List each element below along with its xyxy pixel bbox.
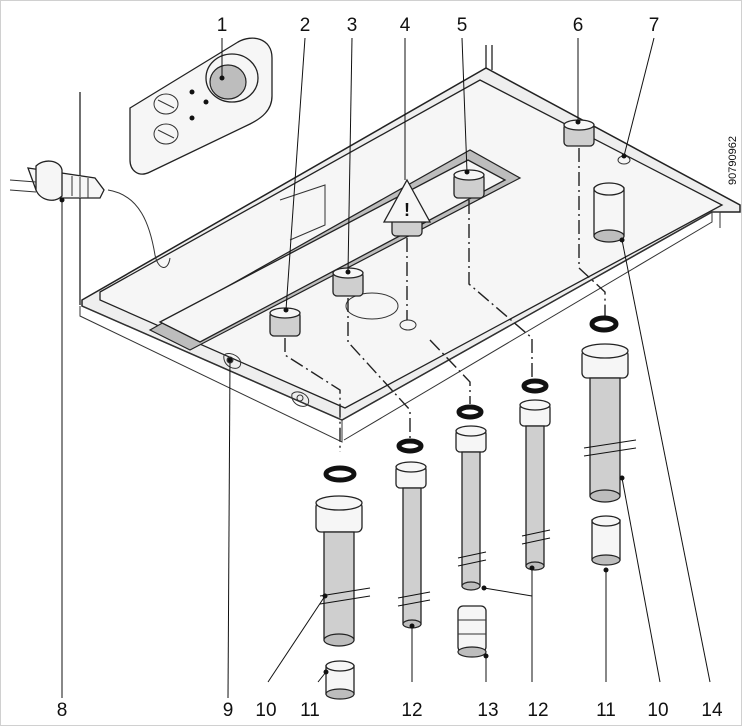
label-7: 7 <box>649 15 660 36</box>
assembly-centerlines <box>284 148 606 452</box>
svg-text:!: ! <box>404 200 410 220</box>
label-14: 14 <box>701 700 723 721</box>
assembly-heating-flow <box>315 465 371 700</box>
label-13: 13 <box>477 700 498 721</box>
warning-triangle-icon: ! <box>382 178 432 223</box>
label-10-right: 10 <box>647 700 668 721</box>
label-2: 2 <box>300 15 311 36</box>
boiler-bottom-panel <box>79 67 741 443</box>
callout-leaders <box>59 37 711 699</box>
label-1: 1 <box>217 15 228 36</box>
label-11-left: 11 <box>300 700 320 721</box>
label-5: 5 <box>457 15 468 36</box>
callout-labels: 1 2 3 4 5 6 7 8 9 10 11 12 13 12 11 10 1… <box>57 15 723 721</box>
label-11-right: 11 <box>596 700 616 721</box>
label-9: 9 <box>223 700 234 721</box>
label-8: 8 <box>57 700 68 721</box>
drawing-code: 90790962 <box>727 136 739 185</box>
connection-cover-plate <box>129 37 273 175</box>
label-3: 3 <box>347 15 358 36</box>
assembly-gas <box>455 404 487 658</box>
label-4: 4 <box>400 15 411 36</box>
label-12-left: 12 <box>401 700 422 721</box>
label-10-left: 10 <box>255 700 276 721</box>
assembly-hot-water <box>395 438 431 629</box>
assembly-cold-water <box>519 378 551 571</box>
assembly-heating-return <box>581 315 637 566</box>
label-12-right: 12 <box>527 700 548 721</box>
power-plug-icon <box>9 160 171 268</box>
label-6: 6 <box>573 15 584 36</box>
